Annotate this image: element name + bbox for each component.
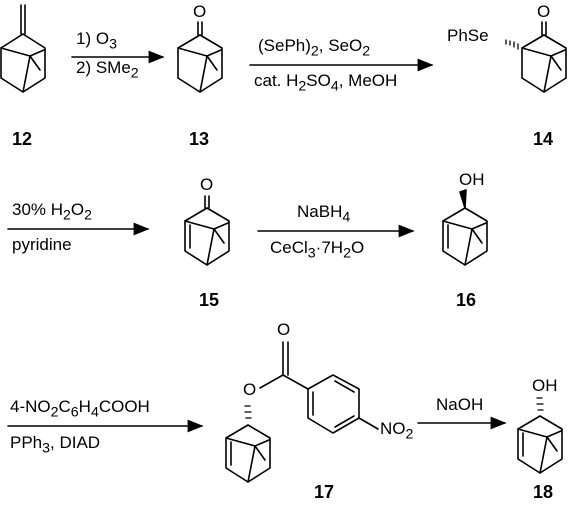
atom-o-13: O	[193, 2, 207, 21]
structure-14	[505, 21, 567, 93]
structure-12	[0, 4, 46, 93]
compound-number-15: 15	[199, 290, 220, 310]
conditions-r2-above: (SePh)2, SeO2	[258, 36, 371, 60]
compound-number-17: 17	[314, 482, 335, 502]
compound-number-16: 16	[456, 290, 477, 310]
nitro-group-17: NO2	[380, 419, 414, 443]
conditions-r3-above: 30% H2O2	[12, 200, 93, 224]
compound-number-18: 18	[533, 482, 554, 502]
atom-o-14: O	[537, 2, 551, 21]
structure-16	[442, 189, 488, 266]
conditions-r1-above: 1) O3	[76, 29, 117, 53]
atom-oh-16: OH	[459, 170, 485, 189]
atom-o-carbonyl-17: O	[277, 320, 291, 339]
compound-number-14: 14	[533, 129, 554, 149]
structure-18	[517, 397, 563, 474]
conditions-r5-below: PPh3, DIAD	[10, 433, 101, 457]
structure-13	[177, 21, 223, 93]
compound-number-12: 12	[12, 129, 33, 149]
conditions-r4-above: NaBH4	[297, 202, 351, 226]
conditions-r6-above: NaOH	[436, 395, 484, 414]
conditions-r3-below: pyridine	[12, 235, 72, 254]
conditions-r4-below: CeCl3·7H2O	[270, 238, 365, 262]
compound-number-13: 13	[189, 129, 210, 149]
conditions-r5-above: 4-NO2C6H4COOH	[10, 397, 150, 421]
conditions-r1-below: 2) SMe2	[76, 58, 139, 82]
structure-15	[184, 195, 230, 266]
atom-o-ester-17: O	[243, 380, 257, 399]
substituent-phse-14: PhSe	[447, 26, 489, 45]
atom-oh-18: OH	[532, 376, 558, 395]
conditions-r2-below: cat. H2SO4, MeOH	[254, 71, 398, 95]
atom-o-15: O	[200, 175, 214, 194]
structure-17	[225, 341, 379, 483]
